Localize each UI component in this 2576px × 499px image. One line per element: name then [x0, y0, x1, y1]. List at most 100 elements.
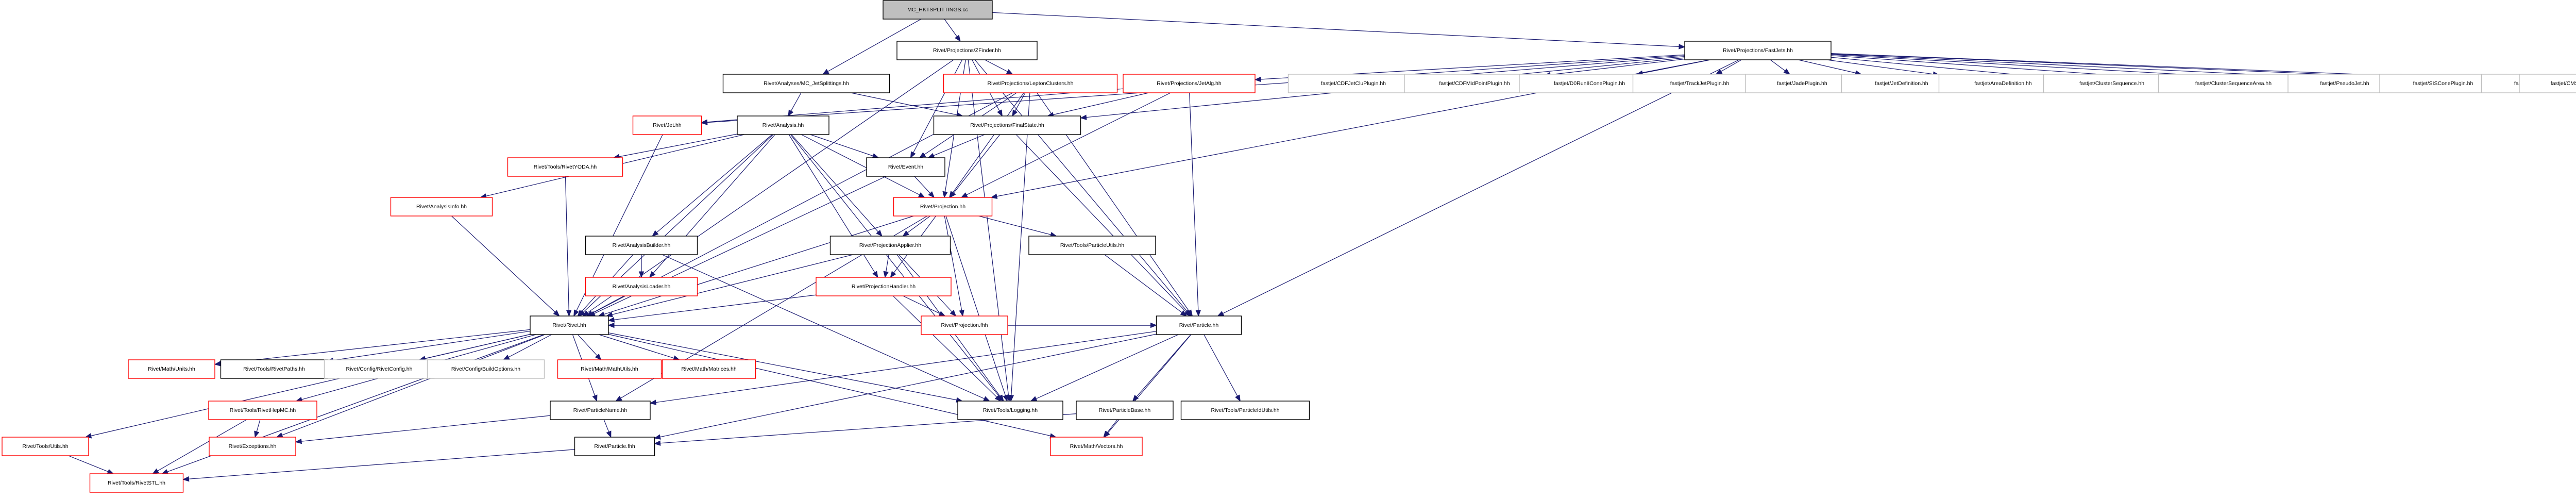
- node-projection[interactable]: Rivet/Projection.hh: [893, 197, 993, 217]
- edge-arrowhead: [161, 469, 169, 475]
- node-box: [1076, 401, 1174, 420]
- edge-line: [886, 254, 889, 272]
- node-analysisinfo[interactable]: Rivet/AnalysisInfo.hh: [390, 197, 493, 217]
- edge-arrowhead: [592, 394, 598, 402]
- node-label: fastjet/ClusterSequence.hh: [2079, 80, 2144, 87]
- edge-arrowhead: [1184, 310, 1191, 317]
- node-analysisloader[interactable]: Rivet/AnalysisLoader.hh: [585, 277, 698, 296]
- node-jet[interactable]: Rivet/Jet.hh: [632, 115, 702, 135]
- edge-projection-to-projapplier: [902, 215, 930, 237]
- node-particleutils[interactable]: Rivet/Tools/ParticleUtils.hh: [1028, 236, 1156, 255]
- edge-arrowhead: [214, 361, 221, 367]
- node-box: [209, 437, 296, 456]
- edge-mcjet-to-finalstate: [851, 92, 963, 118]
- node-label: fastjet/CDFJetCluPlugin.hh: [1321, 80, 1386, 87]
- node-mcjet[interactable]: Rivet/Analyses/MC_JetSplittings.hh: [722, 74, 890, 93]
- edge-analysis-to-projection: [801, 134, 925, 198]
- edge-analysis-to-projapplier: [791, 134, 883, 237]
- node-rivethepmc[interactable]: Rivet/Tools/RivetHepMC.hh: [208, 401, 317, 420]
- edge-arrowhead: [503, 355, 510, 360]
- edge-arrowhead: [1080, 114, 1087, 120]
- node-particlename[interactable]: Rivet/ParticleName.hh: [550, 401, 651, 420]
- node-projapplier[interactable]: Rivet/ProjectionApplier.hh: [829, 236, 951, 255]
- node-label: Rivet/Projections/LeptonClusters.hh: [988, 80, 1074, 87]
- node-particle[interactable]: Rivet/Particle.hh: [1156, 315, 1242, 335]
- edge-line: [1550, 58, 1685, 75]
- node-leptonclusters[interactable]: Rivet/Projections/LeptonClusters.hh: [943, 74, 1118, 93]
- edge-line: [944, 19, 958, 37]
- edge-jetalg-to-particle: [1189, 92, 1201, 317]
- node-finalstate[interactable]: Rivet/Projections/FinalState.hh: [933, 115, 1081, 135]
- edge-line: [603, 419, 609, 433]
- node-vectors[interactable]: Rivet/Math/Vectors.hh: [1050, 437, 1143, 456]
- edge-analysis-to-projhandler: [788, 134, 878, 278]
- node-matrices[interactable]: Rivet/Math/Matrices.hh: [662, 359, 756, 379]
- edge-line: [655, 331, 1157, 403]
- node-label: Rivet/Config/RivetConfig.hh: [346, 366, 413, 372]
- edge-arrowhead: [595, 354, 602, 360]
- edge-arrowhead: [902, 230, 909, 237]
- edge-leptonclusters-to-projection: [949, 92, 1024, 198]
- edge-arrowhead: [918, 192, 925, 198]
- node-rivetstl[interactable]: Rivet/Tools/RivetSTL.hh: [89, 473, 184, 493]
- edge-line: [1204, 334, 1238, 396]
- node-label: Rivet/Tools/RivetPaths.hh: [243, 366, 305, 372]
- node-logging[interactable]: Rivet/Tools/Logging.hh: [957, 401, 1063, 420]
- node-projhandler[interactable]: Rivet/ProjectionHandler.hh: [816, 277, 952, 296]
- edge-arrowhead: [950, 310, 957, 317]
- node-rivet[interactable]: Rivet/Rivet.hh: [530, 315, 609, 335]
- node-root[interactable]: MC_HKTSPLITTINGS.cc: [883, 0, 993, 20]
- edge-arrowhead: [553, 310, 560, 317]
- node-label: Rivet/ParticleBase.hh: [1099, 407, 1151, 413]
- edge-line: [599, 334, 674, 359]
- edge-line: [1107, 419, 1118, 433]
- edge-arrowhead: [997, 109, 1003, 117]
- node-mathutils[interactable]: Rivet/Math/MathUtils.hh: [557, 359, 662, 379]
- node-toolsutils[interactable]: Rivet/Tools/Utils.hh: [2, 437, 89, 456]
- node-rivetpaths[interactable]: Rivet/Tools/RivetPaths.hh: [220, 359, 328, 379]
- edge-line: [952, 92, 1024, 193]
- node-zfinder[interactable]: Rivet/Projections/ZFinder.hh: [896, 41, 1038, 60]
- edge-arrowhead: [919, 152, 926, 158]
- node-box: [829, 236, 951, 255]
- edge-particle-to-particlebase: [1132, 334, 1191, 402]
- node-cdfjetclu: fastjet/CDFJetCluPlugin.hh: [1287, 74, 1419, 93]
- edge-arrowhead: [654, 434, 661, 440]
- node-trackjet: fastjet/TrackJetPlugin.hh: [1632, 74, 1767, 93]
- node-particlefhh[interactable]: Rivet/Particle.fhh: [574, 437, 655, 456]
- node-analysis[interactable]: Rivet/Analysis.hh: [737, 115, 829, 135]
- node-rivetyoda[interactable]: Rivet/Tools/RivetYODA.hh: [507, 157, 623, 177]
- edge-arrowhead: [254, 430, 260, 438]
- edge-line: [587, 59, 954, 313]
- node-label: fastjet/D0RunIIConePlugin.hh: [1554, 80, 1625, 87]
- edge-leptonclusters-to-finalstate: [1012, 92, 1026, 117]
- node-jetalg[interactable]: Rivet/Projections/JetAlg.hh: [1123, 74, 1256, 93]
- node-event[interactable]: Rivet/Event.hh: [866, 157, 945, 177]
- edge-line: [1104, 254, 1182, 313]
- edge-line: [301, 415, 551, 442]
- node-label: Rivet/Projections/FastJets.hh: [1723, 47, 1793, 54]
- edge-finalstate-to-projection: [950, 134, 1001, 198]
- edge-arrowhead: [890, 271, 896, 278]
- node-particlebase[interactable]: Rivet/ParticleBase.hh: [1076, 401, 1174, 420]
- node-label: fastjet/CDFMidPointPlugin.hh: [1439, 80, 1510, 87]
- edge-arrowhead: [107, 469, 114, 474]
- edge-arrowhead: [295, 438, 302, 444]
- edge-particle-to-particleidutils: [1204, 334, 1241, 402]
- node-exceptions[interactable]: Rivet/Exceptions.hh: [209, 437, 296, 456]
- node-analysisbuilder[interactable]: Rivet/AnalysisBuilder.hh: [585, 236, 698, 255]
- node-mathunits[interactable]: Rivet/Math/Units.hh: [128, 359, 215, 379]
- node-box: [1156, 315, 1242, 335]
- edge-line: [907, 215, 930, 233]
- node-label: fastjet/JadePlugin.hh: [1777, 80, 1827, 87]
- node-label: Rivet/Tools/ParticleIdUtils.hh: [1211, 407, 1279, 413]
- node-projectionfhh[interactable]: Rivet/Projection.fhh: [921, 315, 1008, 335]
- node-fastjets[interactable]: Rivet/Projections/FastJets.hh: [1684, 41, 1832, 60]
- node-box: [722, 74, 890, 93]
- edge-line: [1036, 334, 1179, 400]
- edge-arrowhead: [942, 191, 948, 198]
- node-particleidutils[interactable]: Rivet/Tools/ParticleIdUtils.hh: [1180, 401, 1310, 420]
- node-label: Rivet/Rivet.hh: [552, 322, 586, 328]
- edge-projhandler-to-projectionfhh: [903, 295, 946, 317]
